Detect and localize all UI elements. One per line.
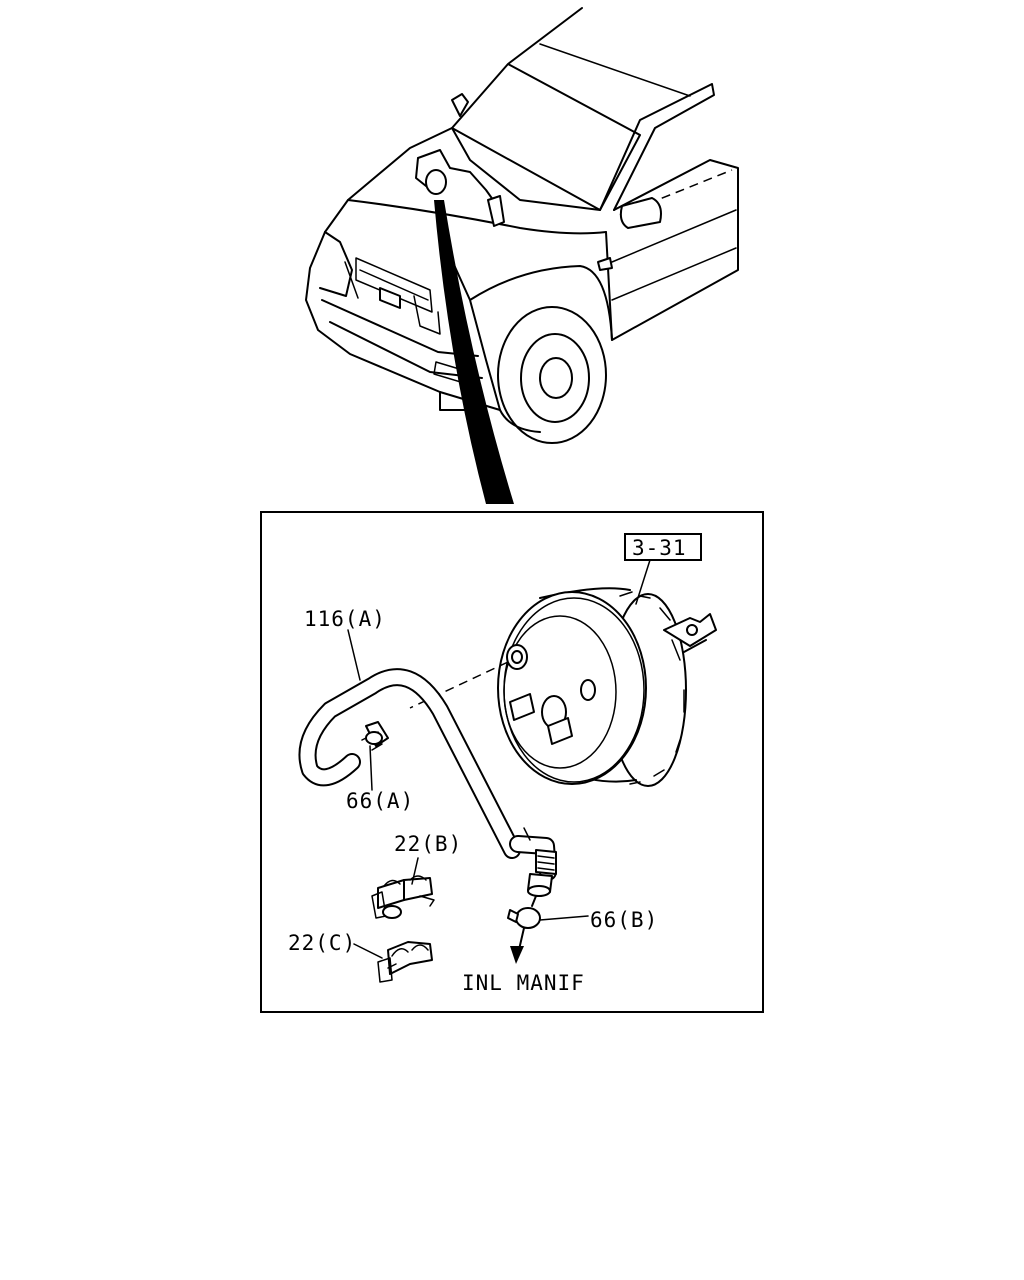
detail-frame bbox=[260, 511, 764, 1013]
hose-clip-a bbox=[361, 721, 389, 751]
clamp-b bbox=[371, 875, 435, 919]
clamp-c bbox=[377, 941, 433, 983]
brake-booster bbox=[497, 587, 717, 787]
clip-a-label: 66(A) bbox=[346, 789, 414, 813]
clip-b-label: 66(B) bbox=[590, 908, 658, 932]
vacuum-hose bbox=[298, 668, 557, 897]
destination-label: INL MANIF bbox=[462, 971, 585, 995]
reference-box-label: 3-31 bbox=[632, 536, 687, 560]
hose-clip-b bbox=[507, 895, 541, 964]
hose-label: 116(A) bbox=[304, 607, 386, 631]
reference-box: 3-31 bbox=[624, 533, 702, 561]
callout-pointer bbox=[434, 200, 514, 504]
clamp-b-label: 22(B) bbox=[394, 832, 462, 856]
clamp-c-label: 22(C) bbox=[288, 931, 356, 955]
vehicle-overview-illustration bbox=[305, 7, 739, 444]
